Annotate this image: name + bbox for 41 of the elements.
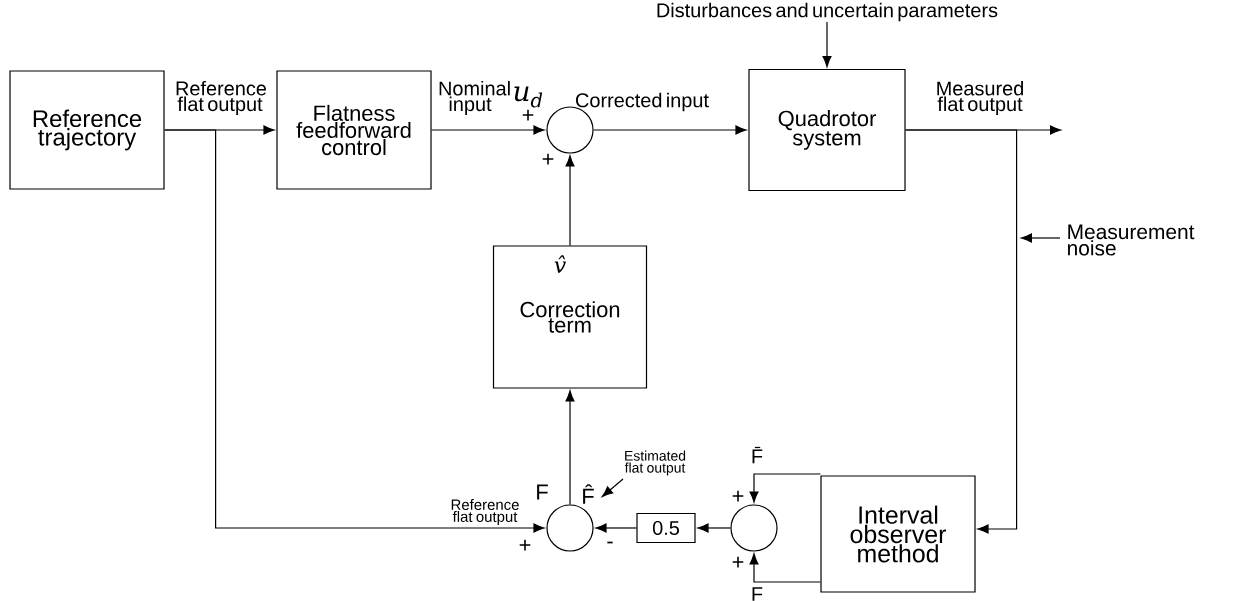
arrow (822, 21, 832, 68)
arrow (595, 523, 637, 533)
edge-label: Nominal input (439, 80, 510, 116)
arrow (593, 125, 747, 135)
input-text: Disturbances and uncertain parameters (657, 2, 998, 22)
annotation-text: Estimated flat output (624, 450, 686, 476)
arrow (565, 155, 575, 246)
leader-line (601, 478, 624, 498)
process-box: 0.5 (636, 512, 696, 544)
sign-label: F (537, 484, 548, 500)
arrow (697, 523, 731, 533)
process-box: Interval observer method (820, 475, 976, 593)
arrow (905, 125, 1062, 135)
summing-junction (546, 106, 594, 154)
sign-label: + (732, 490, 744, 502)
edge-label: Corrected input (576, 92, 709, 112)
arrow (1020, 233, 1061, 243)
arrow (164, 129, 545, 533)
edge-label: v̂ (554, 255, 566, 273)
arrow (431, 125, 545, 135)
edge-label: F̄ (752, 446, 763, 464)
input-text: Measurement noise (1068, 224, 1195, 256)
edge-label: F (752, 587, 763, 601)
arrow (565, 390, 575, 505)
edge-label: Reference flat output (451, 499, 519, 525)
summing-junction (730, 504, 778, 552)
sign-label: + (519, 539, 531, 551)
process-box: Quadrotor system (748, 68, 906, 192)
arrow (749, 473, 821, 503)
sign-label: + (522, 109, 534, 121)
summing-junction (546, 504, 594, 552)
sign-label: + (542, 153, 554, 165)
sign-label: - (607, 541, 613, 544)
arrow (749, 553, 821, 583)
process-box: Reference trajectory (9, 70, 165, 190)
edge-label: Measured flat output (937, 80, 1023, 116)
process-box: Flatness feedforward control (276, 70, 432, 190)
variable-label: u$_{d}$ (514, 86, 543, 108)
edge-label: Reference flat output (176, 80, 267, 116)
variable-label: F̂ (583, 484, 594, 504)
sign-label: + (732, 556, 744, 568)
